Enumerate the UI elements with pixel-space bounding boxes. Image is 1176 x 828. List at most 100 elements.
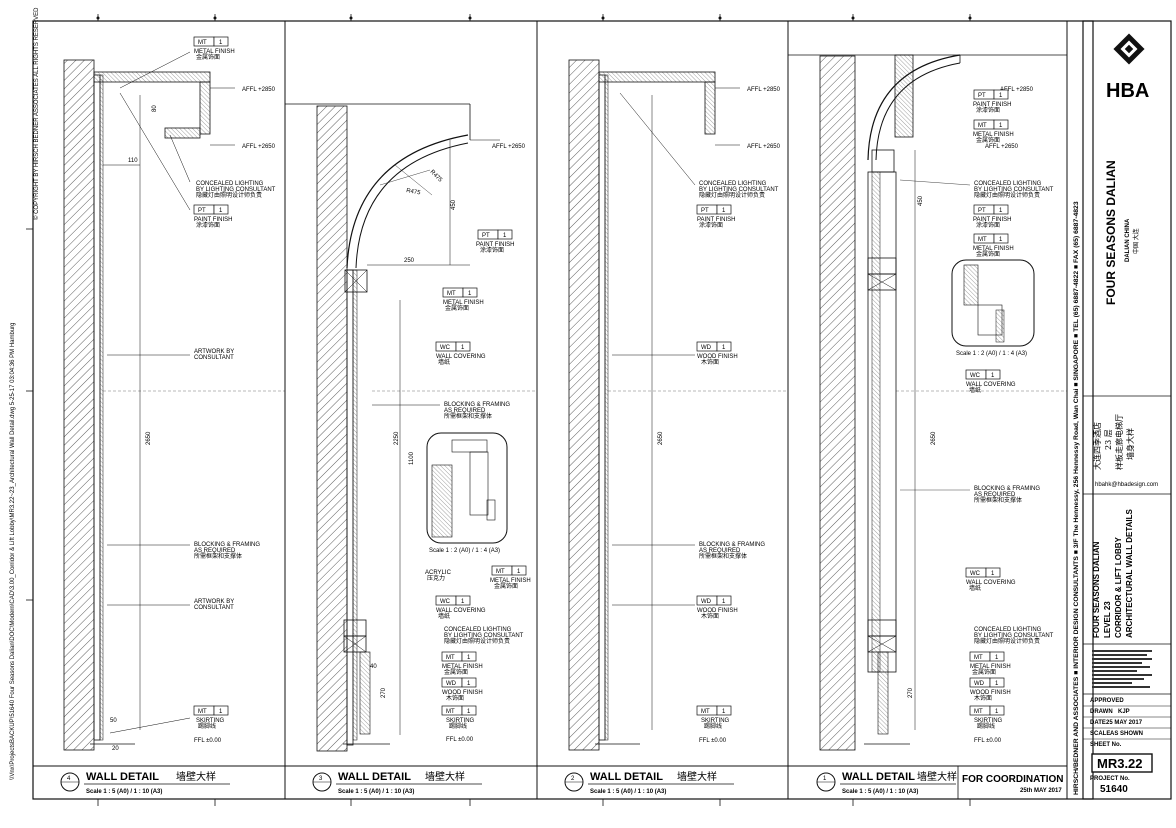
tag-number: 1 (219, 709, 223, 715)
detail-scale: Scale 1 : 5 (A0) / 1 : 10 (A3) (86, 789, 162, 795)
note-text: ACRYLIC (425, 570, 452, 576)
tag-number: 1 (995, 655, 999, 661)
note-text: 隐藏灯由照明设计师负责 (974, 191, 1040, 199)
firm-email: hbahk@hbadesign.com (1095, 482, 1158, 488)
tag-label: WALL COVERING (966, 382, 1016, 388)
tag-label-cn: 涂漆饰面 (480, 246, 504, 254)
tag-number: 1 (722, 345, 726, 351)
note-text: AS REQUIRED (194, 548, 236, 554)
wall-detail-1: AFFL +2850 AFFL +2650 PT 1 PAINT FINISH … (788, 54, 1067, 751)
tag-code: WC (970, 571, 981, 577)
dimension: 40 (370, 664, 377, 670)
note-text: CONCEALED LIGHTING (196, 181, 264, 187)
note-text: 隐藏灯由照明设计师负责 (196, 191, 262, 199)
tag-code: MT (447, 291, 456, 297)
drawing-title-cn: 墙身大样 (1125, 428, 1135, 460)
note-text: BLOCKING & FRAMING (974, 486, 1040, 492)
note-text: BY LIGHTING CONSULTANT (444, 633, 524, 639)
tag-label-cn: 墙纸 (969, 386, 981, 394)
callout-scale: Scale 1 : 2 (A0) / 1 : 4 (A3) (956, 351, 1027, 357)
tag-label: WOOD FINISH (697, 354, 738, 360)
tag-code: WC (440, 599, 451, 605)
dimension: R475 (429, 169, 444, 184)
level-mark: AFFL +2650 (985, 144, 1019, 150)
tag-code: PT (198, 208, 206, 214)
tag-label-cn: 踢脚线 (198, 722, 216, 730)
tag-number: 1 (999, 93, 1003, 99)
tag-label-cn: 金属饰面 (444, 668, 468, 676)
dimension: 110 (128, 158, 138, 164)
detail-scale: Scale 1 : 5 (A0) / 1 : 10 (A3) (590, 789, 666, 795)
detail-title: WALL DETAIL (338, 771, 411, 783)
note-text: CONCEALED LIGHTING (444, 627, 512, 633)
project-no-label: PROJECT No. (1090, 776, 1130, 782)
copyright-note: © COPYRIGHT BY HIRSCH BEDNER ASSOCIATES … (33, 7, 40, 220)
tag-label-cn: 金属饰面 (976, 250, 1000, 258)
dimension: 20 (112, 746, 119, 752)
detail-scale: Scale 1 : 5 (A0) / 1 : 10 (A3) (338, 789, 414, 795)
note-text: BY LIGHTING CONSULTANT (196, 187, 276, 193)
note-text: 隐藏灯由照明设计师负责 (444, 637, 510, 645)
tag-code: PT (482, 233, 490, 239)
drawn-label: DRAWN (1090, 709, 1113, 715)
tag-label-cn: 木饰面 (446, 694, 464, 702)
wall-detail-2: AFFL +2850 AFFL +2650 CONCEALED LIGHTING… (568, 59, 788, 751)
tag-number: 1 (999, 237, 1003, 243)
title-line: ARCHITECTURAL WALL DETAILS (1125, 508, 1134, 638)
tag-label-cn: 涂漆饰面 (699, 221, 723, 229)
dimension: 2650 (658, 431, 664, 445)
drawing-scale: AS SHOWN (1110, 731, 1143, 737)
note-text: BLOCKING & FRAMING (444, 402, 510, 408)
note-text: CONCEALED LIGHTING (974, 181, 1042, 187)
scale-label: SCALE (1090, 731, 1110, 737)
sheet-no-label: SHEET No. (1090, 742, 1122, 748)
title-line: FOUR SEASONS DALIAN (1092, 541, 1101, 638)
dimension: 50 (110, 718, 117, 724)
tag-label-cn: 墙纸 (438, 612, 450, 620)
tag-label: WOOD FINISH (442, 690, 483, 696)
note-text: ARTWORK BY (194, 349, 234, 355)
tag-code: MT (446, 709, 455, 715)
tag-label-cn: 涂漆饰面 (976, 221, 1000, 229)
file-path: \\Vnx\ProjectsBACKUP\51640 Four Seasons … (10, 323, 16, 781)
tag-number: 1 (467, 709, 471, 715)
tag-label-cn: 踢脚线 (977, 722, 995, 730)
dimension: 1100 (409, 451, 415, 465)
level-mark: AFFL +2850 (242, 87, 276, 93)
tag-code: WD (701, 345, 712, 351)
tag-label: METAL FINISH (490, 578, 531, 584)
level-mark: AFFL +2650 (242, 144, 276, 150)
project-number: 51640 (1100, 784, 1128, 795)
firm-strip-border (1066, 20, 1084, 800)
tag-label: PAINT FINISH (973, 217, 1011, 223)
note-text: 所需框架和支撑体 (444, 412, 492, 420)
dimension: 2250 (394, 431, 400, 445)
dimension: 450 (918, 195, 924, 206)
detail-title: WALL DETAIL (86, 771, 159, 783)
client-name-cn: 大连四季酒店 (1092, 422, 1102, 470)
tag-number: 1 (722, 208, 726, 214)
tag-number: 1 (503, 233, 507, 239)
approved-label: APPROVED (1090, 698, 1124, 704)
tag-code: WD (446, 681, 457, 687)
tag-label: WOOD FINISH (697, 608, 738, 614)
tag-code: MT (701, 709, 710, 715)
note-text: AS REQUIRED (974, 492, 1016, 498)
tag-code: MT (978, 123, 987, 129)
tag-label-cn: 墙纸 (438, 358, 450, 366)
tag-number: 1 (461, 345, 465, 351)
callout-scale: Scale 1 : 2 (A0) / 1 : 4 (A3) (429, 548, 500, 554)
detail-title-cn: 墙壁大样 (176, 770, 216, 783)
tag-label: WOOD FINISH (970, 690, 1011, 696)
title-block: HBA FOUR SEASONS DALIAN DALIAN CHINA 中国 … (1083, 33, 1171, 795)
project-name: FOUR SEASONS DALIAN (1104, 160, 1118, 305)
dimension: 80 (152, 105, 158, 112)
tag-number: 1 (517, 569, 521, 575)
dimension: 450 (451, 199, 457, 210)
level-mark: AFFL +2650 (747, 144, 781, 150)
coordination-date: 25th MAY 2017 (1020, 788, 1062, 794)
tag-label: WALL COVERING (966, 580, 1016, 586)
tag-number: 1 (467, 655, 471, 661)
wall-detail-3: PT 1 PAINT FINISH 涂漆饰面 AFFL +2650 250 45… (285, 103, 537, 752)
